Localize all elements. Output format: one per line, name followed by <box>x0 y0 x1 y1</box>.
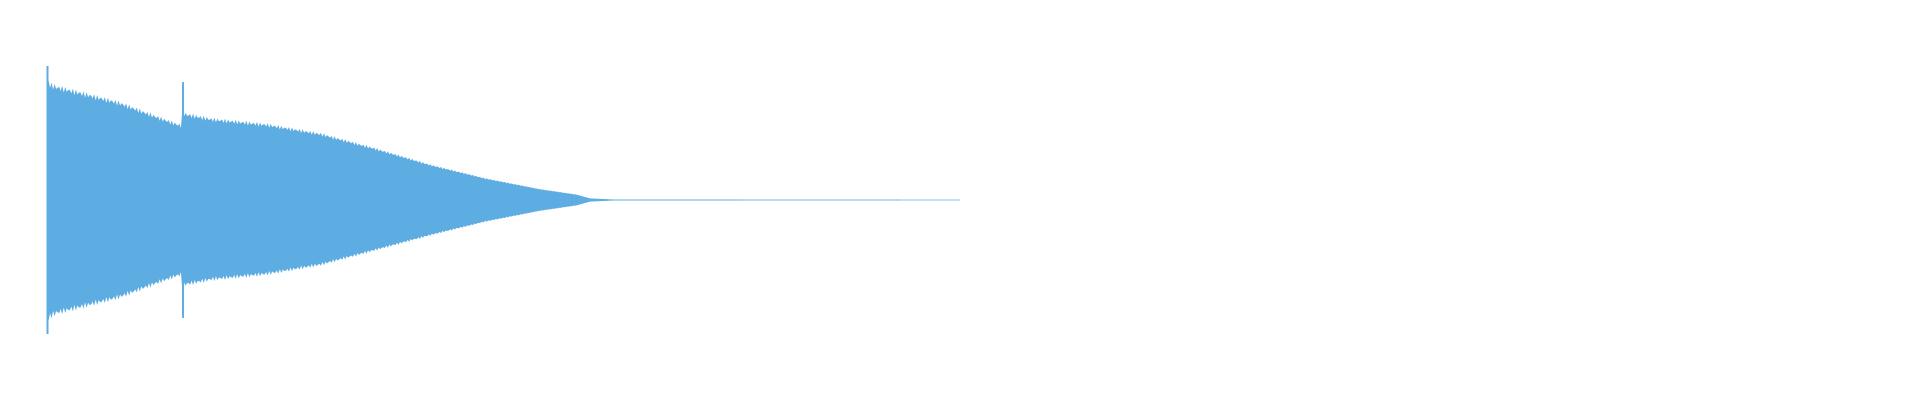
waveform-channel <box>46 66 960 334</box>
waveform-body <box>47 66 960 334</box>
